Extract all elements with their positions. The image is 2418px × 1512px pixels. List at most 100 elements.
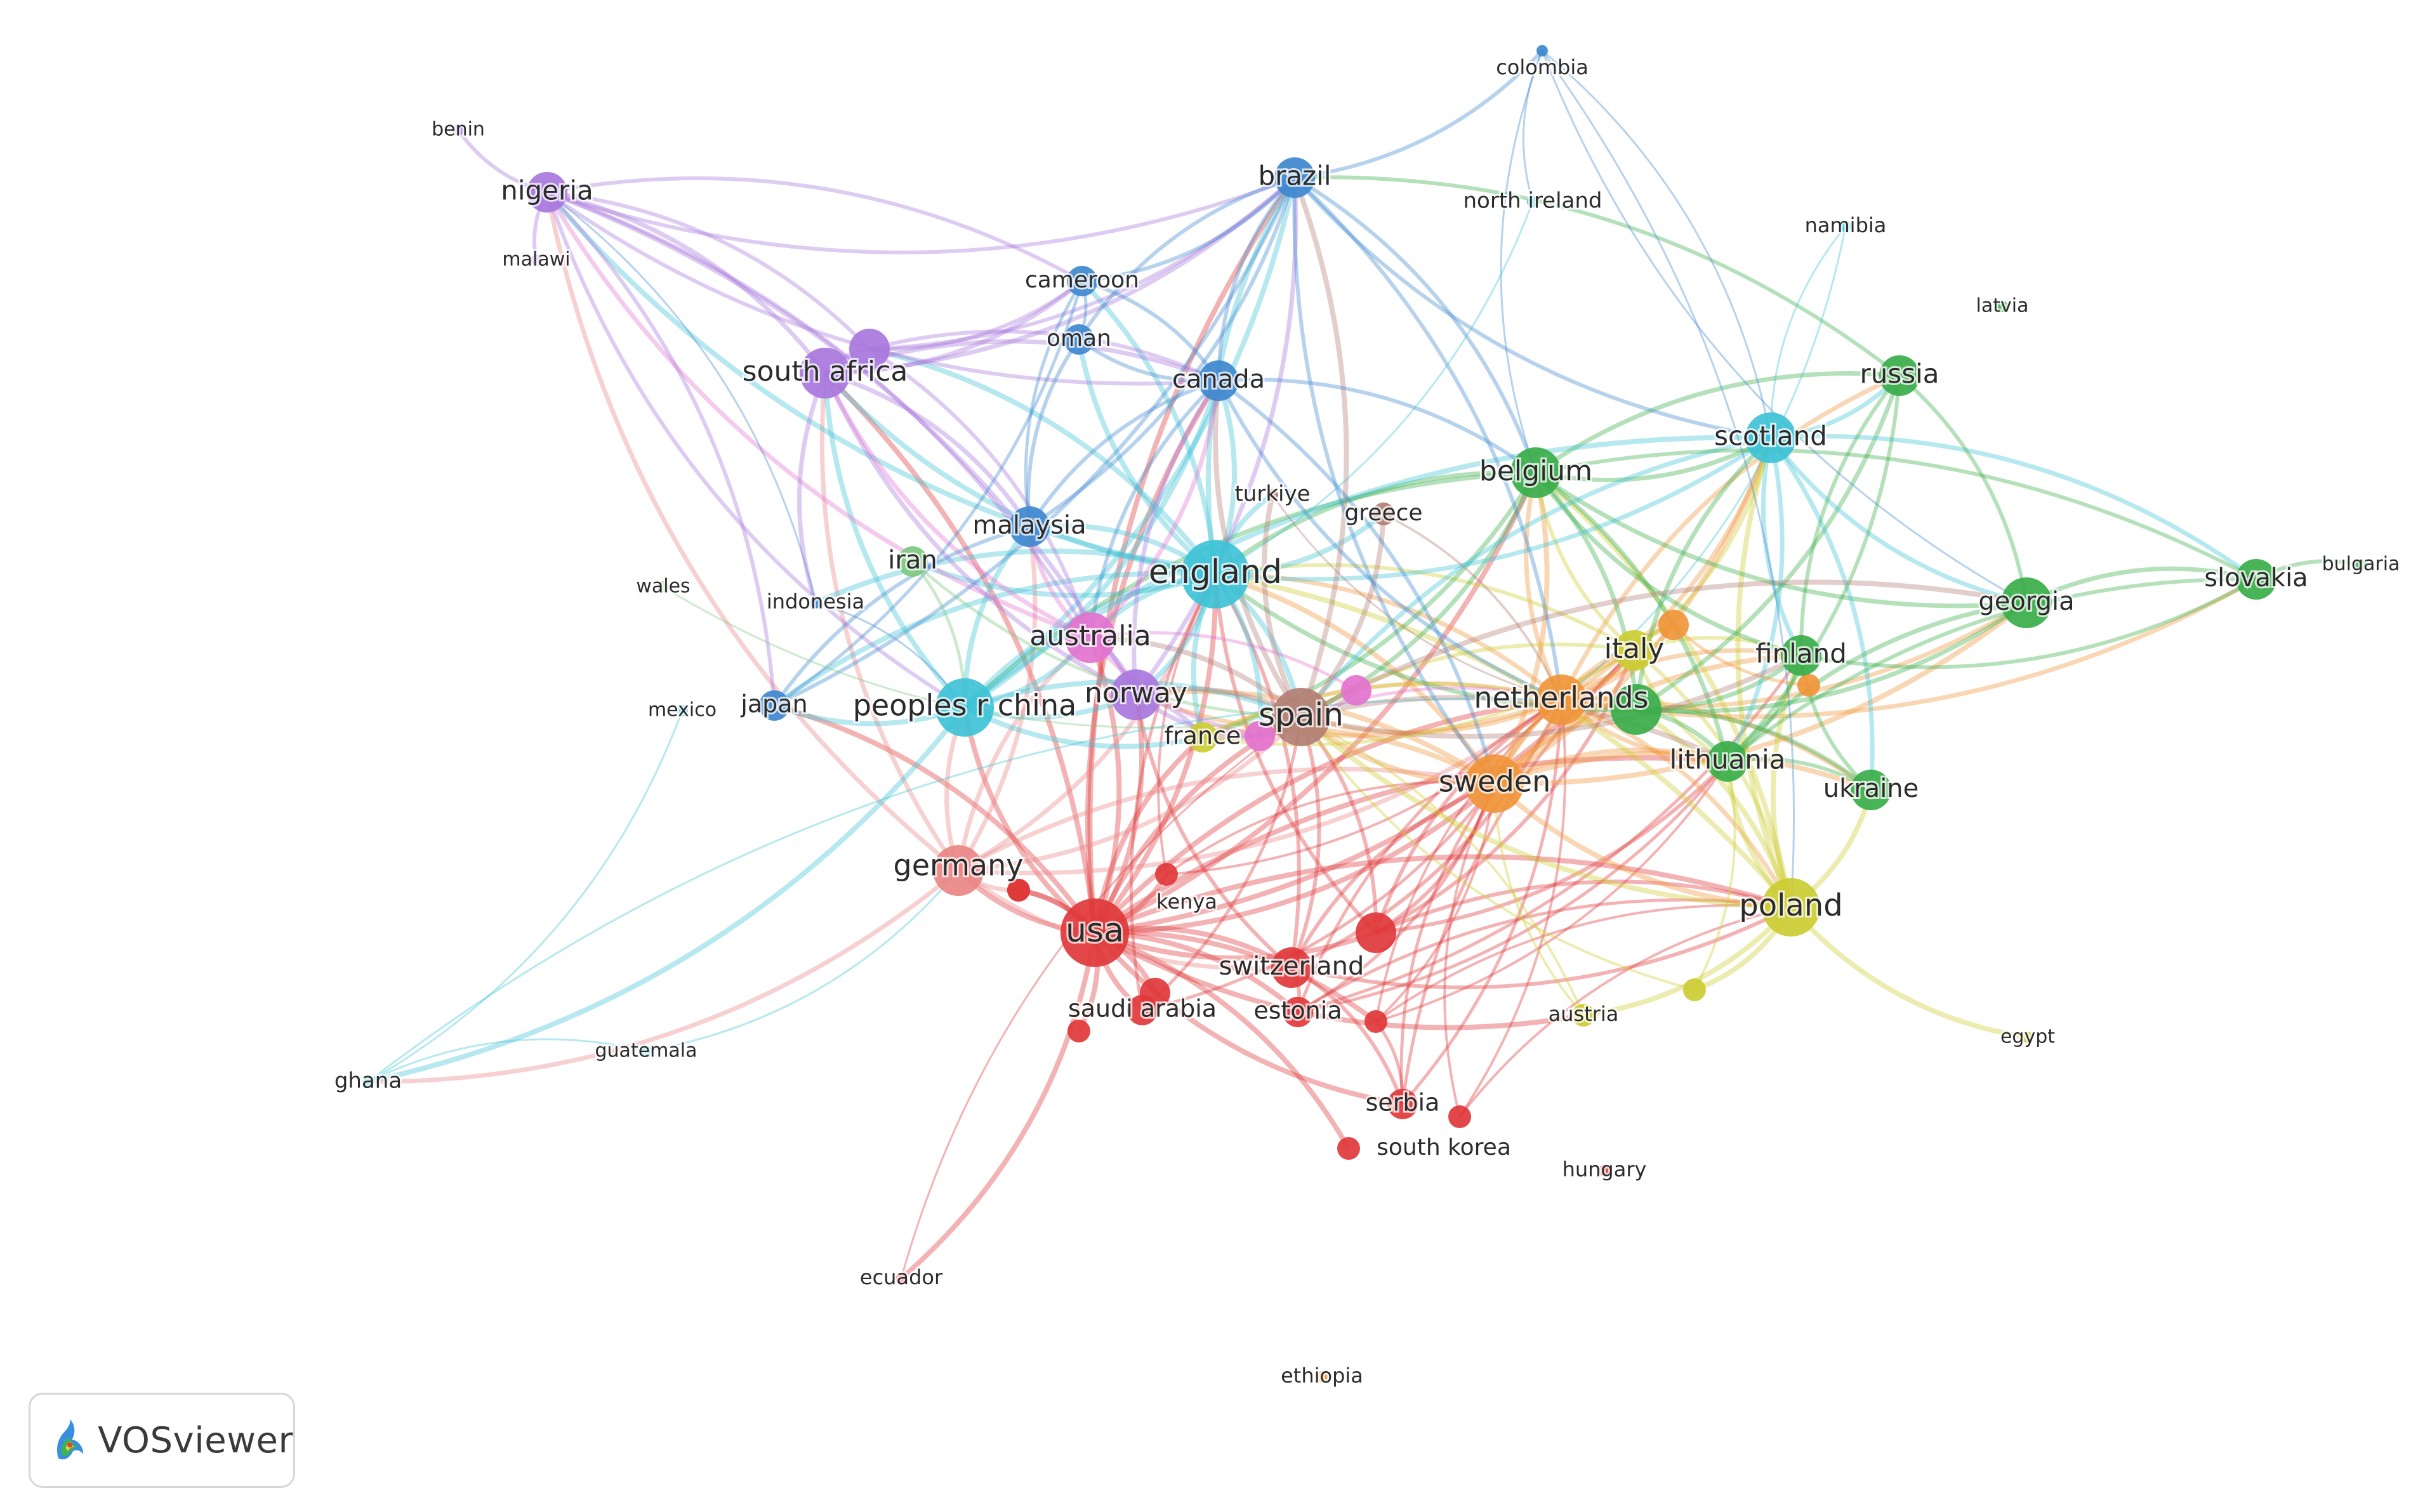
node-sweden[interactable] [1465, 754, 1524, 813]
network-link [1726, 375, 1901, 763]
node-norway[interactable] [1111, 669, 1161, 720]
network-link [1789, 905, 2028, 1040]
network-link [1081, 176, 1297, 283]
node-green-nl[interactable] [1611, 684, 1662, 735]
node-red-e[interactable] [1007, 879, 1030, 902]
node-france[interactable] [1187, 722, 1218, 753]
node-japan[interactable] [759, 690, 789, 721]
node-italy[interactable] [1614, 630, 1655, 671]
node-lithuania[interactable] [1707, 741, 1748, 782]
node-red-c[interactable] [1067, 1020, 1090, 1042]
node-wales[interactable] [657, 581, 669, 593]
node-label-kenya: kenya [1156, 890, 1217, 914]
network-link [1093, 697, 1562, 935]
node-georgia[interactable] [2001, 577, 2052, 628]
node-malawi[interactable] [531, 254, 542, 266]
node-canada[interactable] [1198, 360, 1239, 401]
node-nigeria[interactable] [527, 172, 567, 213]
node-turkiye[interactable] [1267, 489, 1278, 501]
node-cameroon[interactable] [1067, 266, 1097, 296]
node-usa[interactable] [1060, 898, 1129, 967]
network-link [1493, 782, 1792, 910]
node-spain[interactable] [1272, 688, 1330, 746]
node-pink-a[interactable] [1245, 721, 1275, 751]
network-link [1157, 574, 1217, 875]
vosviewer-logo-badge[interactable]: VOSviewer [29, 1393, 295, 1488]
network-link [1093, 930, 1584, 1030]
node-iran[interactable] [897, 546, 928, 577]
node-bulgaria[interactable] [2355, 559, 2367, 570]
node-finland[interactable] [1781, 635, 1821, 676]
network-link [545, 190, 1216, 577]
node-red-g[interactable] [1448, 1105, 1471, 1128]
node-mexico[interactable] [677, 705, 688, 716]
node-russia[interactable] [1879, 355, 1920, 396]
node-label-south-africa: south africa [743, 355, 908, 388]
network-link [963, 705, 1203, 749]
network-link [1293, 176, 1538, 474]
node-kenya[interactable] [1155, 863, 1178, 886]
node-estonia[interactable] [1283, 997, 1313, 1027]
network-link [545, 192, 966, 709]
node-north-ireland[interactable] [1527, 196, 1538, 207]
network-link [823, 371, 1097, 933]
network-link [1087, 176, 1297, 933]
network-link [1201, 471, 1538, 740]
network-link [1090, 631, 1358, 692]
node-greece[interactable] [1372, 503, 1395, 525]
node-malaysia[interactable] [1009, 506, 1050, 547]
network-link [1375, 649, 1636, 935]
node-label-lithuania: lithuania [1670, 744, 1786, 775]
node-slovakia[interactable] [2236, 559, 2276, 600]
node-indonesia[interactable] [810, 597, 821, 608]
node-purple-a[interactable] [849, 329, 890, 369]
node-pink-b[interactable] [1341, 675, 1371, 706]
network-link [823, 371, 1216, 577]
node-label-canada: canada [1172, 365, 1265, 394]
node-guatemala[interactable] [640, 1046, 652, 1057]
node-orange-b[interactable] [1797, 674, 1820, 697]
node-belgium[interactable] [1510, 447, 1561, 498]
network-link [1214, 572, 1497, 786]
node-red-f[interactable] [1364, 1010, 1387, 1033]
node-namibia[interactable] [1840, 221, 1851, 232]
node-peoples-r-china[interactable] [935, 678, 994, 737]
network-link [1142, 782, 1496, 1012]
network-link [1375, 759, 1729, 935]
node-scotland[interactable] [1745, 412, 1796, 463]
node-hungary[interactable] [1599, 1165, 1610, 1176]
node-ghana[interactable] [362, 1076, 374, 1088]
node-netherlands[interactable] [1536, 674, 1587, 725]
network-link [546, 190, 1092, 639]
node-south-africa[interactable] [800, 348, 850, 398]
network-link [1375, 760, 1729, 1023]
node-egypt[interactable] [2022, 1032, 2033, 1043]
network-link [1088, 380, 1221, 640]
node-ethiopia[interactable] [1316, 1371, 1328, 1383]
network-link [1080, 279, 1218, 575]
node-south-korea[interactable] [1337, 1137, 1360, 1160]
node-orange-a[interactable] [1658, 610, 1689, 640]
network-link [1300, 579, 2027, 720]
node-ukraine[interactable] [1851, 770, 1891, 810]
node-red-a[interactable] [1356, 912, 1396, 953]
node-red-d[interactable] [1140, 978, 1170, 1008]
network-link [1213, 573, 1301, 968]
network-link [963, 470, 1536, 709]
node-benin[interactable] [453, 124, 464, 136]
node-latvia[interactable] [1997, 301, 2008, 312]
node-brazil[interactable] [1274, 157, 1315, 198]
node-ecuador[interactable] [895, 1273, 907, 1284]
node-serbia[interactable] [1387, 1089, 1418, 1119]
node-australia[interactable] [1065, 612, 1116, 663]
node-switzerland[interactable] [1271, 947, 1312, 988]
network-link [1132, 379, 1220, 695]
node-england[interactable] [1181, 540, 1250, 608]
node-oman[interactable] [1064, 324, 1094, 355]
node-austria[interactable] [1572, 1004, 1595, 1027]
node-colombia[interactable] [1536, 45, 1548, 56]
node-germany[interactable] [933, 845, 984, 896]
node-poland[interactable] [1762, 878, 1820, 937]
network-link [1561, 696, 1873, 792]
node-yellow-a[interactable] [1683, 978, 1706, 1001]
